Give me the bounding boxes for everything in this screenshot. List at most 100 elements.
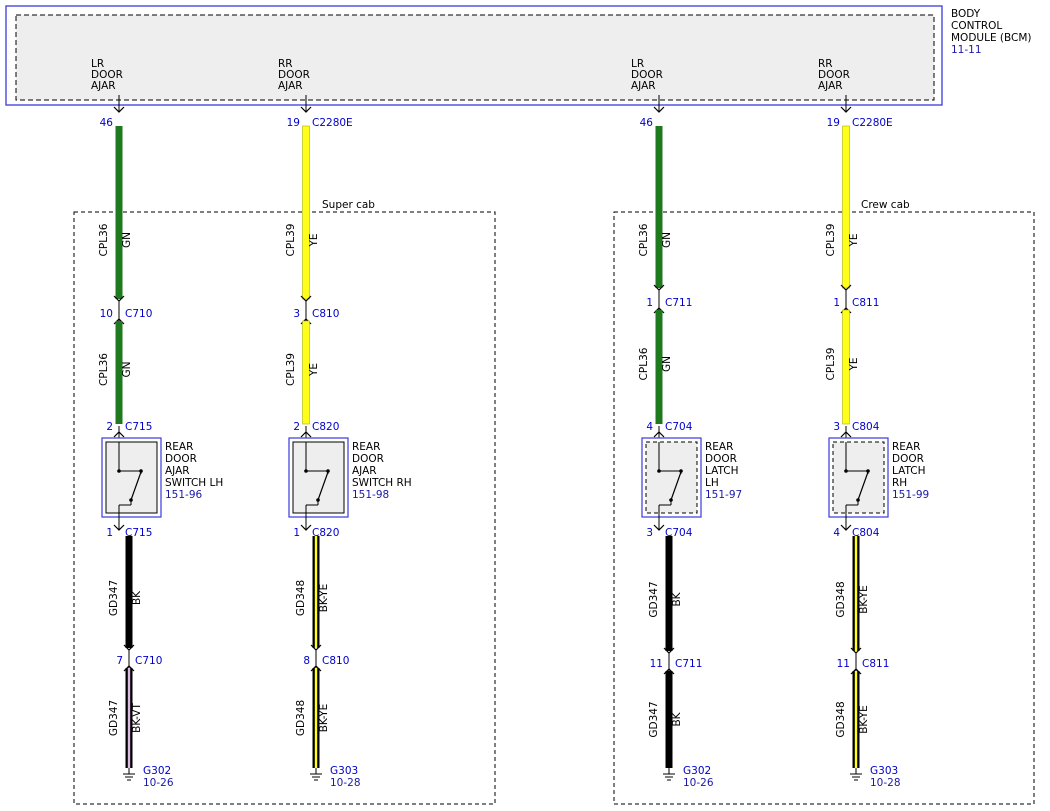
col4-bcm-pin: 19: [827, 117, 840, 129]
col4-mid-wire-label-circuit: CPL39: [825, 348, 837, 381]
col2-component-label-1: REAR: [352, 441, 380, 453]
col2-comp-in-pin: 2: [293, 421, 300, 433]
col3-comp-in-pin: 4: [646, 421, 653, 433]
col2-inline1-connector: C810: [312, 308, 339, 320]
col1-upper-wire: [115, 126, 123, 299]
col3-bcm-pin-chevron: [653, 106, 665, 113]
col2-mid-wire-label-color: YE: [308, 363, 320, 377]
col3-bcm-pin-label-1: LR: [631, 58, 644, 70]
col1-mid-wire: [115, 321, 123, 424]
col3-component-ref-link[interactable]: 151-97: [705, 489, 742, 501]
col4-mid-wire-label-color: YE: [848, 357, 860, 371]
col3-upper-wire-label-color: GN: [661, 232, 673, 248]
col1-comp-in-connector: C715: [125, 421, 152, 433]
col1-ground-wire-label-color: BK-VT: [131, 703, 143, 733]
col2-mid-wire: [302, 320, 310, 425]
col3-ground-wire: [665, 671, 673, 768]
col2-component-ref-link[interactable]: 151-98: [352, 489, 389, 501]
col3-ground-wire-label-color: BK: [671, 711, 683, 726]
col2-component-label-3: AJAR: [352, 465, 377, 477]
col3-ground-id: G302: [683, 765, 711, 777]
col2-comp-out-pin: 1: [293, 527, 300, 539]
col3-component-label-3: LATCH: [705, 465, 738, 477]
col4-inline1-pin: 1: [833, 297, 840, 309]
col4-bcm-pin-chevron: [840, 106, 852, 113]
col2-bcm-pin-label-3: AJAR: [278, 80, 303, 92]
col2-ground-wire-label-color: BK-YE: [318, 704, 330, 733]
col4-lower-wire-label-circuit: GD348: [835, 581, 847, 617]
col2-comp-in-connector: C820: [312, 421, 339, 433]
col4-upper-wire: [842, 125, 850, 289]
col3-switch-blade: [670, 471, 682, 501]
col4-inline2-pin: 11: [837, 658, 850, 670]
col3-comp-out-chevron: [653, 524, 665, 531]
col1-ground-ref-link[interactable]: 10-26: [143, 777, 174, 789]
col2-lower-wire-stripe: [314, 536, 318, 648]
col2-ground-wire-stripe: [314, 668, 318, 768]
col1-inline2-pin: 7: [116, 655, 123, 667]
col1-bcm-pin-chevron: [113, 106, 125, 113]
col2-ground-id: G303: [330, 765, 358, 777]
col3-inline1-pin: 1: [646, 297, 653, 309]
col1-bcm-pin: 46: [100, 117, 114, 129]
bcm-ref-link[interactable]: 11-11: [951, 44, 982, 56]
bcm-module-inner: [15, 14, 935, 101]
col3-comp-out-pin: 3: [646, 527, 653, 539]
col2-bcm-pin: 19: [287, 117, 300, 129]
col1-ground-wire-label-circuit: GD347: [108, 700, 120, 736]
zone-label-super-cab: Super cab: [322, 199, 375, 211]
col4-upper-wire-label-color: YE: [848, 233, 860, 247]
col4-lower-wire-stripe: [854, 536, 858, 651]
col4-bcm-connector: C2280E: [852, 117, 893, 129]
col2-lower-wire-label-circuit: GD348: [295, 580, 307, 616]
col3-component-label-4: LH: [705, 477, 719, 489]
col3-bcm-pin-label-3: AJAR: [631, 80, 656, 92]
col3-comp-in-connector: C704: [665, 421, 693, 433]
bcm-title-line-3: MODULE (BCM): [951, 32, 1032, 44]
col3-mid-wire-label-color: GN: [661, 356, 673, 372]
col4-inline2-connector: C811: [862, 658, 889, 670]
col1-ground-wire-stripe: [127, 668, 131, 768]
col4-ground-wire-stripe: [854, 671, 858, 768]
col2-ground-wire-label-circuit: GD348: [295, 700, 307, 736]
col4-ground-wire-label-circuit: GD348: [835, 701, 847, 737]
col1-component-ref-link[interactable]: 151-96: [165, 489, 203, 501]
col3-bcm-pin-label-2: DOOR: [631, 69, 663, 81]
col4-switch-blade: [857, 471, 869, 501]
col1-inline1-pin: 10: [100, 308, 113, 320]
col3-inline1-connector: C711: [665, 297, 692, 309]
col2-ground-ref-link[interactable]: 10-28: [330, 777, 361, 789]
col3-bcm-pin: 46: [640, 117, 654, 129]
col2-mid-wire-label-circuit: CPL39: [285, 353, 297, 386]
col4-component-ref-link[interactable]: 151-99: [892, 489, 929, 501]
col2-upper-wire-label-circuit: CPL39: [285, 224, 297, 257]
col2-inline2-pin: 8: [303, 655, 310, 667]
col4-ground-ref-link[interactable]: 10-28: [870, 777, 901, 789]
col1-bcm-pin-label-2: DOOR: [91, 69, 123, 81]
col4-comp-out-pin: 4: [833, 527, 840, 539]
col4-lower-wire-label-color: BK-YE: [858, 585, 870, 614]
col1-lower-wire-label-color: BK: [131, 590, 143, 605]
col1-component-label-4: SWITCH LH: [165, 477, 223, 489]
col2-upper-wire: [302, 125, 310, 300]
col3-component-label-2: DOOR: [705, 453, 737, 465]
col3-lower-wire: [665, 536, 673, 651]
col2-bcm-pin-chevron: [300, 106, 312, 113]
col1-component-label-2: DOOR: [165, 453, 197, 465]
col4-bcm-pin-label-2: DOOR: [818, 69, 850, 81]
col1-ground-id: G302: [143, 765, 171, 777]
col4-component-label-2: DOOR: [892, 453, 924, 465]
zone-box-super-cab: [73, 211, 496, 805]
col2-bcm-pin-label-2: DOOR: [278, 69, 310, 81]
col2-switch-blade: [317, 471, 329, 501]
col1-lower-wire: [125, 536, 133, 648]
col3-ground-ref-link[interactable]: 10-26: [683, 777, 714, 789]
col4-inline1-connector: C811: [852, 297, 879, 309]
col1-upper-wire-label-color: GN: [121, 232, 133, 248]
zone-label-crew-cab: Crew cab: [861, 199, 910, 211]
col1-inline2-connector: C710: [135, 655, 162, 667]
col2-inline2-connector: C810: [322, 655, 349, 667]
col2-upper-wire-label-color: YE: [308, 233, 320, 247]
